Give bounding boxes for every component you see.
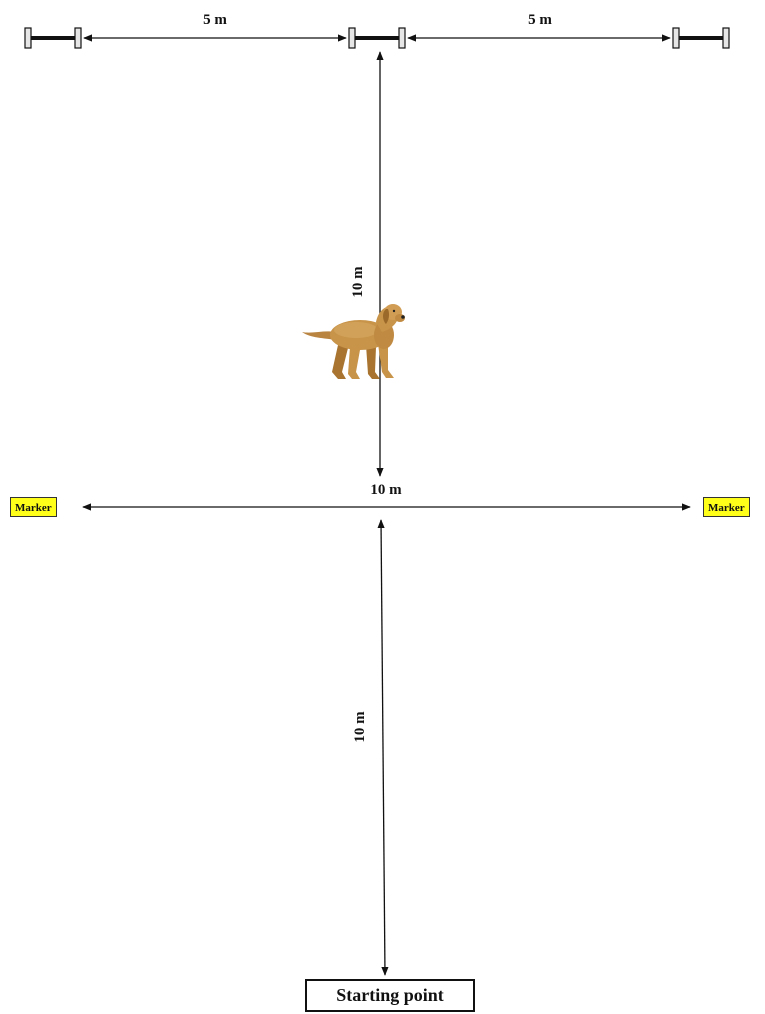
right-marker: Marker [703, 497, 750, 517]
center-hurdle [349, 28, 405, 48]
upper-vertical-label: 10 m [350, 266, 366, 298]
right-hurdle [673, 28, 729, 48]
left-gap-label: 5 m [203, 12, 227, 28]
lower-vertical-label: 10 m [352, 711, 368, 743]
right-gap-label: 5 m [528, 12, 552, 28]
marker-span-label: 10 m [370, 482, 402, 498]
left-hurdle [25, 28, 81, 48]
dog-icon [302, 304, 405, 379]
lower-vertical-arrow [381, 520, 385, 975]
left-marker: Marker [10, 497, 57, 517]
starting-point-box: Starting point [305, 979, 475, 1012]
